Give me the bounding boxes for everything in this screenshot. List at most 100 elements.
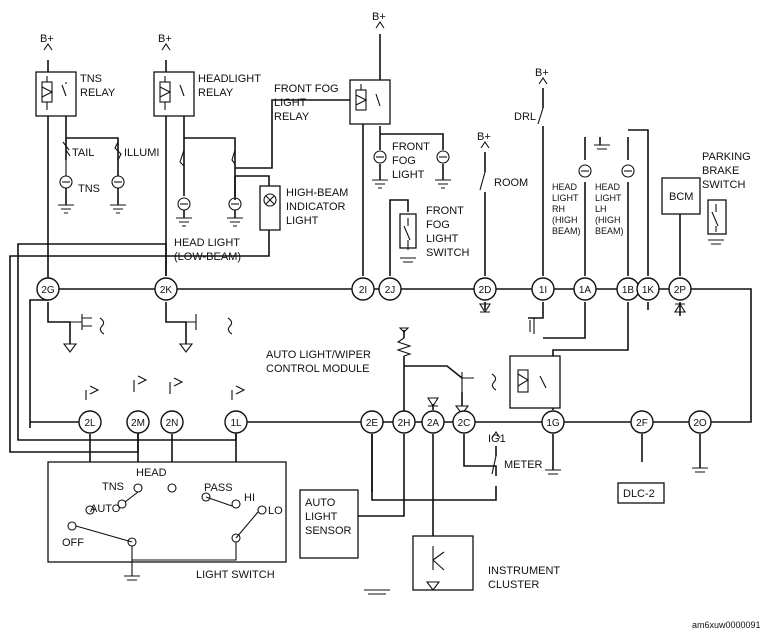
- svg-text:1B: 1B: [622, 285, 635, 296]
- diode-symbols: [70, 302, 686, 408]
- illumi-label: ILLUMI: [124, 147, 159, 159]
- connector-2A: 2A: [421, 410, 445, 434]
- connector-2K: 2K: [154, 277, 178, 301]
- parking-brake-switch-box: [707, 199, 727, 235]
- switch-tns-label: TNS: [102, 481, 124, 493]
- parking-brake-label-3: SWITCH: [702, 179, 745, 191]
- head-light-lh-label-5: BEAM): [595, 226, 624, 236]
- connector-1G: 1G: [541, 410, 565, 434]
- connector-1B: 1B: [616, 277, 640, 301]
- svg-text:2G: 2G: [41, 285, 55, 296]
- svg-text:1K: 1K: [642, 285, 655, 296]
- connector-2D: 2D: [473, 277, 497, 301]
- tail-label: TAIL: [72, 147, 94, 159]
- instrument-cluster-box: [412, 535, 474, 591]
- front-fog-light-label: FRONT: [392, 141, 430, 153]
- ground-symbols: [58, 144, 724, 595]
- svg-text:2L: 2L: [84, 418, 96, 429]
- connector-2N: 2N: [160, 410, 184, 434]
- svg-text:1A: 1A: [579, 285, 592, 296]
- module-label: AUTO LIGHT/WIPER: [266, 349, 371, 361]
- fog-relay-label-2: LIGHT: [274, 97, 307, 109]
- fog-relay-label-3: RELAY: [274, 111, 310, 123]
- high-beam-indicator-box: [259, 185, 281, 231]
- lamp-symbols: [59, 150, 635, 211]
- svg-text:1L: 1L: [230, 418, 242, 429]
- connector-2G: 2G: [36, 277, 60, 301]
- switch-lo-label: LO: [268, 505, 283, 517]
- head-light-lh-label-4: (HIGH: [595, 215, 621, 225]
- svg-text:2J: 2J: [385, 285, 396, 296]
- auto-light-sensor-label-3: SENSOR: [305, 525, 352, 537]
- svg-text:2F: 2F: [636, 418, 648, 429]
- instrument-cluster-label-2: CLUSTER: [488, 579, 539, 591]
- module-label-2: CONTROL MODULE: [266, 363, 370, 375]
- connector-1I: 1I: [531, 277, 555, 301]
- connector-2H: 2H: [392, 410, 416, 434]
- connector-2C: 2C: [452, 410, 476, 434]
- parking-brake-label-2: BRAKE: [702, 165, 739, 177]
- headlight-relay-box: [153, 71, 195, 117]
- instrument-cluster-label: INSTRUMENT: [488, 565, 560, 577]
- head-light-low-beam-label: HEAD LIGHT: [174, 237, 240, 249]
- connector-2J: 2J: [378, 277, 402, 301]
- svg-text:2D: 2D: [479, 285, 492, 296]
- dlc2-label: DLC-2: [623, 488, 655, 500]
- connector-2I: 2I: [351, 277, 375, 301]
- auto-light-sensor-label-2: LIGHT: [305, 511, 338, 523]
- bplus-drl: B+: [535, 67, 549, 79]
- head-light-rh-label-3: RH: [552, 204, 565, 214]
- front-fog-light-relay-box: [349, 79, 391, 125]
- connector-2O: 2O: [688, 410, 712, 434]
- bplus-headlight: B+: [158, 33, 172, 45]
- head-light-rh-label-4: (HIGH: [552, 215, 578, 225]
- drl-label: DRL: [514, 111, 536, 123]
- connector-2P: 2P: [668, 277, 692, 301]
- tns-relay-box: [35, 71, 77, 117]
- svg-text:1I: 1I: [539, 285, 547, 296]
- meter-label: METER: [504, 459, 543, 471]
- connector-2L: 2L: [78, 410, 102, 434]
- bplus-tns: B+: [40, 33, 54, 45]
- tns-relay-label: TNS: [80, 73, 102, 85]
- switch-pass-label: PASS: [204, 482, 233, 494]
- high-beam-indicator-label-2: INDICATOR: [286, 201, 346, 213]
- labels: B+ B+ B+ B+ B+ TNS RELAY HEADLIGHT RELAY…: [40, 11, 761, 630]
- svg-text:2M: 2M: [131, 418, 145, 429]
- switch-hi-label: HI: [244, 492, 255, 504]
- switch-head-label: HEAD: [136, 467, 167, 479]
- fog-switch-label-2: FOG: [426, 219, 450, 231]
- parking-brake-label: PARKING: [702, 151, 751, 163]
- auto-light-sensor-label: AUTO: [305, 497, 336, 509]
- fog-switch-label-4: SWITCH: [426, 247, 469, 259]
- svg-text:2P: 2P: [674, 285, 687, 296]
- svg-text:2O: 2O: [693, 418, 707, 429]
- svg-text:1G: 1G: [546, 418, 560, 429]
- connector-2E: 2E: [360, 410, 384, 434]
- connector-2F: 2F: [630, 410, 654, 434]
- tns-relay-label-2: RELAY: [80, 87, 116, 99]
- fog-switch-label-3: LIGHT: [426, 233, 459, 245]
- front-fog-switch-box: [399, 213, 417, 250]
- connector-1K: 1K: [636, 277, 660, 301]
- svg-text:2K: 2K: [160, 285, 173, 296]
- front-fog-light-label-2: FOG: [392, 155, 416, 167]
- svg-text:2A: 2A: [427, 418, 440, 429]
- head-light-lh-label: HEAD: [595, 182, 621, 192]
- svg-text:2H: 2H: [398, 418, 411, 429]
- connector-1L: 1L: [224, 410, 248, 434]
- bcm-label: BCM: [669, 191, 693, 203]
- switch-glyphs: [62, 107, 544, 475]
- high-beam-indicator-label-3: LIGHT: [286, 215, 319, 227]
- bplus-arrows: [43, 21, 548, 439]
- ig1-label: IG1: [488, 433, 506, 445]
- svg-text:2E: 2E: [366, 418, 379, 429]
- switch-off-label: OFF: [62, 537, 84, 549]
- head-light-low-beam-label-2: (LOW-BEAM): [174, 251, 241, 263]
- figure-id: am6xuw0000091: [692, 620, 761, 630]
- tns-lamp-label: TNS: [78, 183, 100, 195]
- fog-relay-label: FRONT FOG: [274, 83, 339, 95]
- high-beam-indicator-label: HIGH-BEAM: [286, 187, 348, 199]
- bplus-room: B+: [477, 131, 491, 143]
